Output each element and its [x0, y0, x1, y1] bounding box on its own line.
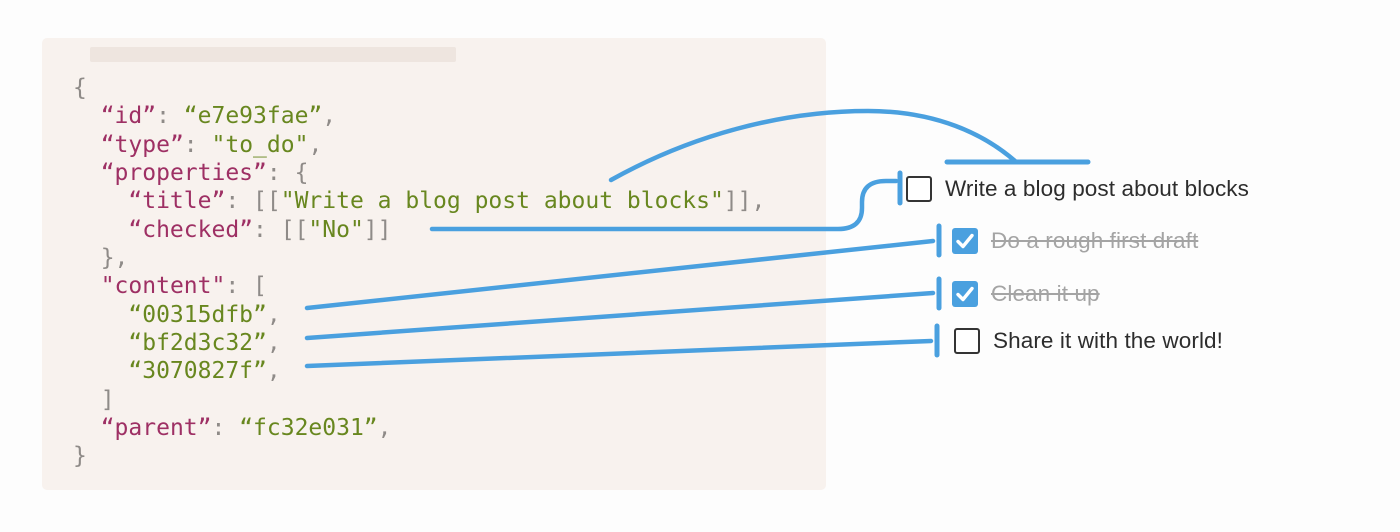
unchecked-checkbox-icon[interactable]	[954, 327, 980, 354]
todo-item-label: Write a blog post about blocks	[945, 175, 1250, 201]
code-line: “checked”: [["No"]]	[128, 216, 392, 243]
todo-item: Share it with the world!	[954, 327, 1223, 354]
faded-highlight-strip	[90, 47, 456, 62]
json-code: { “id”: “e7e93fae”, “type”: "to_do", “pr…	[73, 74, 765, 471]
code-panel: { “id”: “e7e93fae”, “type”: "to_do", “pr…	[42, 38, 826, 490]
code-line: ]	[73, 386, 115, 413]
code-line: “00315dfb”,	[128, 301, 281, 328]
code-line: “title”: [["Write a blog post about bloc…	[128, 188, 766, 215]
checked-checkbox-icon[interactable]	[952, 227, 978, 254]
code-line: "content": [	[100, 273, 267, 300]
code-line: “parent”: “fc32e031”,	[100, 415, 392, 442]
check-icon	[956, 286, 974, 301]
checked-checkbox-icon[interactable]	[952, 280, 978, 307]
todo-item: Do a rough first draft	[952, 227, 1198, 254]
code-line: {	[73, 75, 87, 101]
code-line: “properties”: {	[100, 160, 309, 187]
code-line: “id”: “e7e93fae”,	[100, 103, 337, 130]
todo-item: Clean it up	[952, 280, 1100, 307]
unchecked-checkbox-icon[interactable]	[906, 175, 932, 202]
code-line: “3070827f”,	[128, 358, 281, 385]
todo-item-label: Do a rough first draft	[991, 227, 1199, 253]
todo-item-label: Clean it up	[991, 280, 1100, 306]
todo-item: Write a blog post about blocks	[906, 175, 1249, 202]
code-line: },	[73, 245, 129, 272]
todo-item-label: Share it with the world!	[993, 327, 1224, 353]
code-line: }	[73, 443, 87, 470]
check-icon	[956, 233, 974, 248]
code-line: “type”: "to_do",	[100, 131, 323, 158]
code-line: “bf2d3c32”,	[128, 330, 281, 357]
